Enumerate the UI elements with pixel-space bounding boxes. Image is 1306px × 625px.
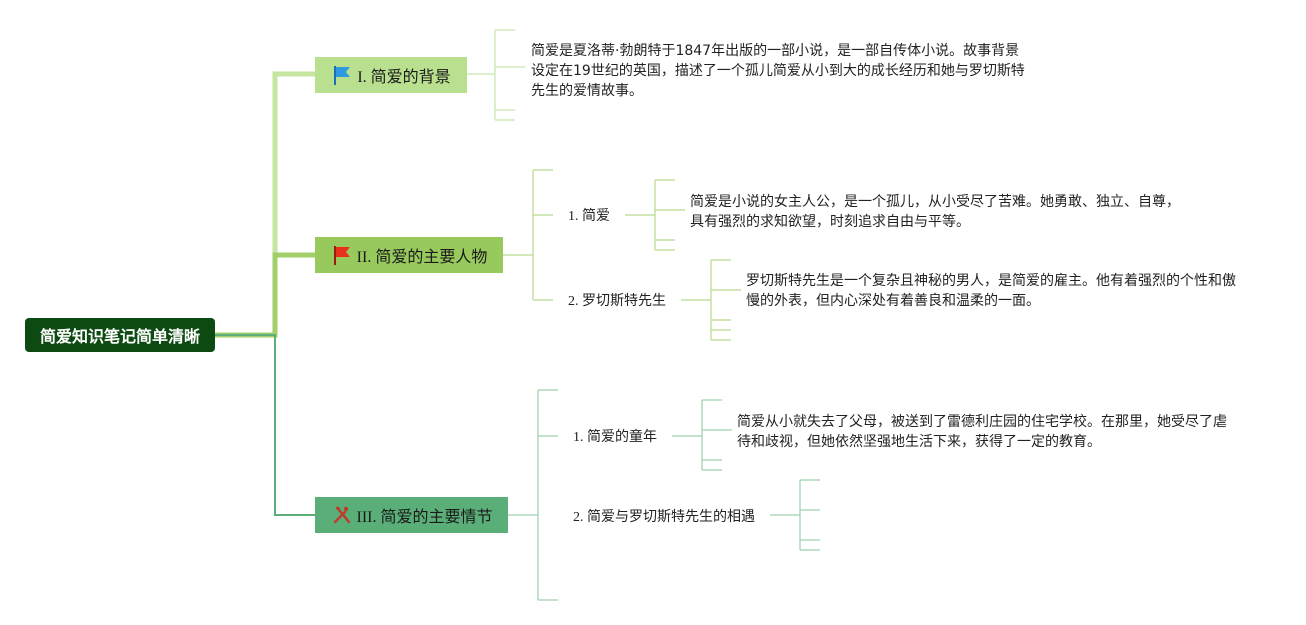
note-background: 简爱是夏洛蒂·勃朗特于1847年出版的一部小说，是一部自传体小说。故事背景设定在… <box>531 43 1025 99</box>
subtopic-label: 1. 简爱 <box>568 209 610 224</box>
subtopic-childhood[interactable]: 1. 简爱的童年 <box>573 426 657 446</box>
branch-background-label: I. 简爱的背景 <box>357 69 451 86</box>
subtopic-label: 2. 罗切斯特先生 <box>568 294 666 309</box>
note-rochester: 罗切斯特先生是一个复杂且神秘的男人，是简爱的雇主。他有着强烈的个性和傲慢的外表，… <box>746 273 1236 309</box>
root-connectors <box>212 71 318 516</box>
branch-plot-label: III. 简爱的主要情节 <box>356 509 493 526</box>
subtopic-rochester[interactable]: 2. 罗切斯特先生 <box>568 290 666 310</box>
branch2-connectors <box>503 169 741 341</box>
branch3-connectors <box>508 389 820 601</box>
subtopic-label: 2. 简爱与罗切斯特先生的相遇 <box>573 510 755 525</box>
subtopic-jane-eyre[interactable]: 1. 简爱 <box>568 205 610 225</box>
note-jane-eyre: 简爱是小说的女主人公，是一个孤儿，从小受尽了苦难。她勇敢、独立、自尊，具有强烈的… <box>690 194 1180 230</box>
note-childhood: 简爱从小就失去了父母，被送到了雷德利庄园的住宅学校。在那里，她受尽了虐待和歧视，… <box>737 414 1227 450</box>
branch-plot[interactable]: III. 简爱的主要情节 <box>315 497 508 533</box>
blue-flag-icon <box>334 66 351 85</box>
red-flag-icon <box>333 246 350 265</box>
root-topic[interactable]: 简爱知识笔记简单清晰 <box>25 318 215 352</box>
branch-characters[interactable]: II. 简爱的主要人物 <box>315 237 503 273</box>
subtopic-label: 1. 简爱的童年 <box>573 430 657 445</box>
root-topic-label: 简爱知识笔记简单清晰 <box>39 327 200 346</box>
tools-icon <box>333 506 350 524</box>
branch1-connectors <box>467 29 525 121</box>
subtopic-meeting[interactable]: 2. 简爱与罗切斯特先生的相遇 <box>573 506 755 526</box>
branch-background[interactable]: I. 简爱的背景 <box>315 57 467 93</box>
branch-characters-label: II. 简爱的主要人物 <box>356 249 488 266</box>
